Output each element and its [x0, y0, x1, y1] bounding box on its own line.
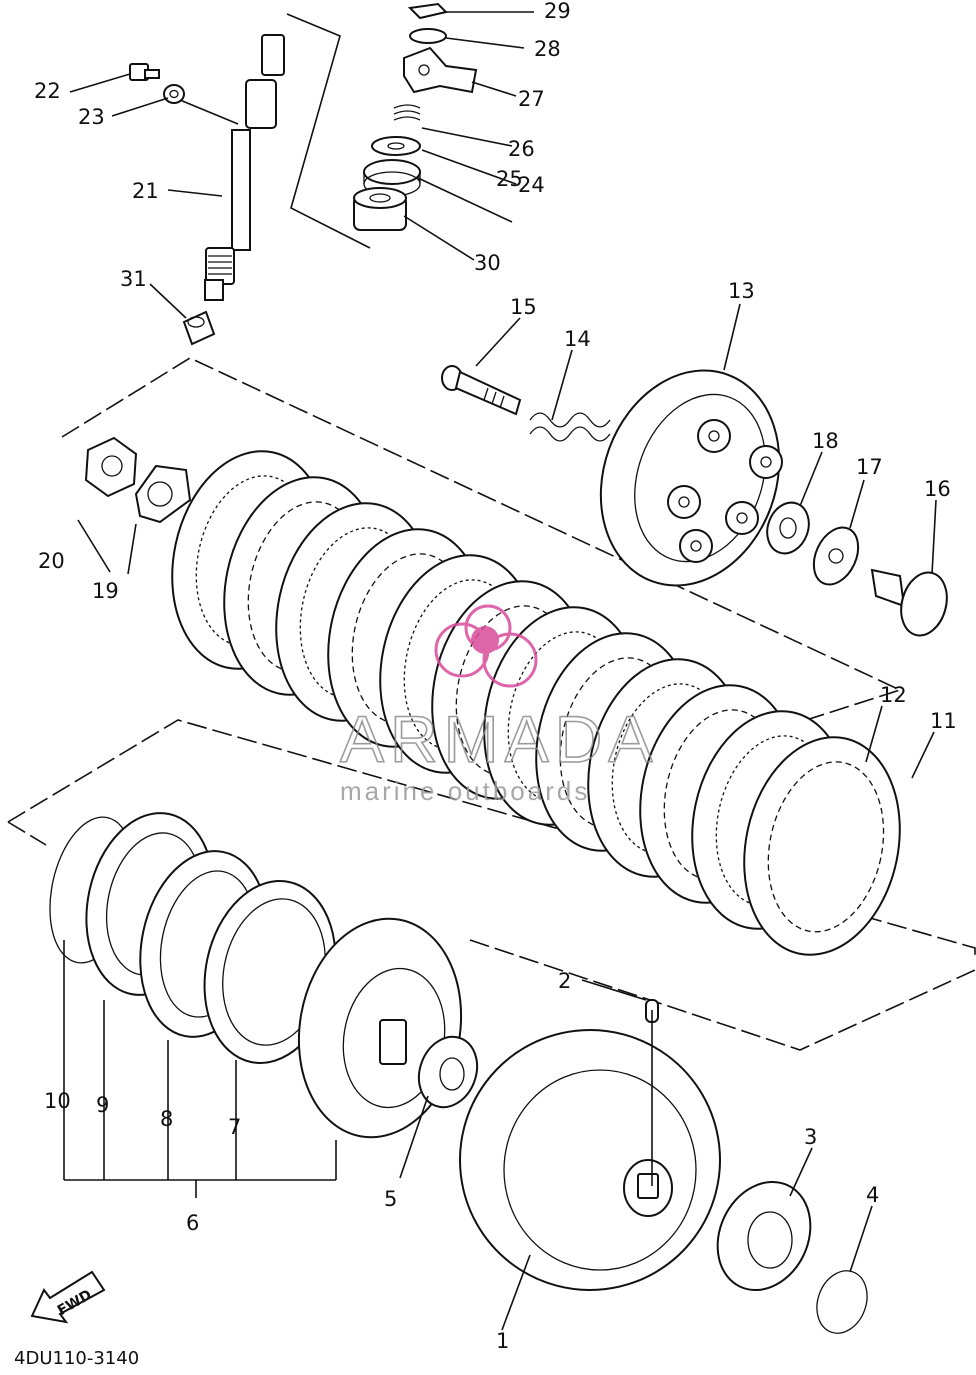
friction-plate-stack	[171, 450, 901, 956]
thrust-washer-5	[417, 1035, 479, 1109]
callout-26: 26	[508, 137, 535, 161]
callout-21: 21	[132, 179, 159, 203]
callout-labels: 1 2 3 4 5 6 7 8 9 10 11 12 13 14 15 16 1…	[34, 0, 957, 1353]
friction-plate-11	[743, 736, 901, 956]
callout-30: 30	[474, 251, 501, 275]
clutch-boss-1	[459, 1029, 721, 1291]
push-rod-21	[204, 34, 285, 301]
callout-10: 10	[44, 1089, 71, 1113]
bolt-15	[441, 365, 522, 416]
callout-3: 3	[804, 1125, 817, 1149]
callout-7: 7	[228, 1115, 241, 1139]
callout-1: 1	[496, 1329, 509, 1353]
callout-13: 13	[728, 279, 755, 303]
callout-9: 9	[96, 1093, 109, 1117]
pawl-29	[407, 2, 448, 20]
bearing-30	[353, 187, 407, 231]
callout-29: 29	[544, 0, 571, 23]
callout-18: 18	[812, 429, 839, 453]
watermark-brand: ARMADA	[340, 702, 658, 776]
callout-16: 16	[924, 477, 951, 501]
pressure-plate-13	[599, 369, 783, 587]
washer-28	[409, 28, 447, 44]
washer-25	[371, 136, 421, 156]
callout-20: 20	[38, 549, 65, 573]
callout-25: 25	[496, 167, 523, 191]
push-rod-16	[870, 568, 948, 637]
callout-22: 22	[34, 79, 61, 103]
bearing-3	[716, 1180, 812, 1292]
group-outline-push-rod	[286, 13, 371, 249]
callout-24: 24	[518, 173, 545, 197]
callout-28: 28	[534, 37, 561, 61]
spring-14	[529, 412, 611, 442]
drawing-number: 4DU110-3140	[14, 1348, 139, 1369]
leader-lines	[69, 11, 937, 1331]
lever-27	[403, 46, 478, 94]
watermark-logo-icon	[434, 604, 538, 688]
plate-teeth	[767, 761, 885, 933]
callout-15: 15	[510, 295, 537, 319]
callout-6: 6	[186, 1211, 199, 1235]
callout-5: 5	[384, 1187, 397, 1211]
spring-26	[393, 104, 421, 121]
lock-washer-19	[134, 464, 192, 524]
callout-12: 12	[880, 683, 907, 707]
callout-19: 19	[92, 579, 119, 603]
callout-23: 23	[78, 105, 105, 129]
washer-18	[766, 501, 810, 555]
callout-11: 11	[930, 709, 957, 733]
nut-20	[84, 436, 138, 498]
callout-8: 8	[160, 1107, 173, 1131]
washer-23	[163, 84, 185, 104]
bracket-6	[63, 940, 337, 1198]
callout-17: 17	[856, 455, 883, 479]
circlip-4	[816, 1270, 868, 1334]
bearing-17	[812, 526, 860, 586]
watermark: ARMADA marine outboards	[339, 604, 658, 806]
bolt-22	[129, 63, 160, 81]
watermark-tagline: marine outboards	[340, 776, 590, 806]
callout-4: 4	[866, 1183, 879, 1207]
callout-31: 31	[120, 267, 147, 291]
fwd-arrow-icon: FWD	[30, 1270, 106, 1324]
callout-27: 27	[518, 87, 545, 111]
bushing-31	[182, 310, 216, 346]
callout-14: 14	[564, 327, 591, 351]
callout-2: 2	[558, 969, 571, 993]
